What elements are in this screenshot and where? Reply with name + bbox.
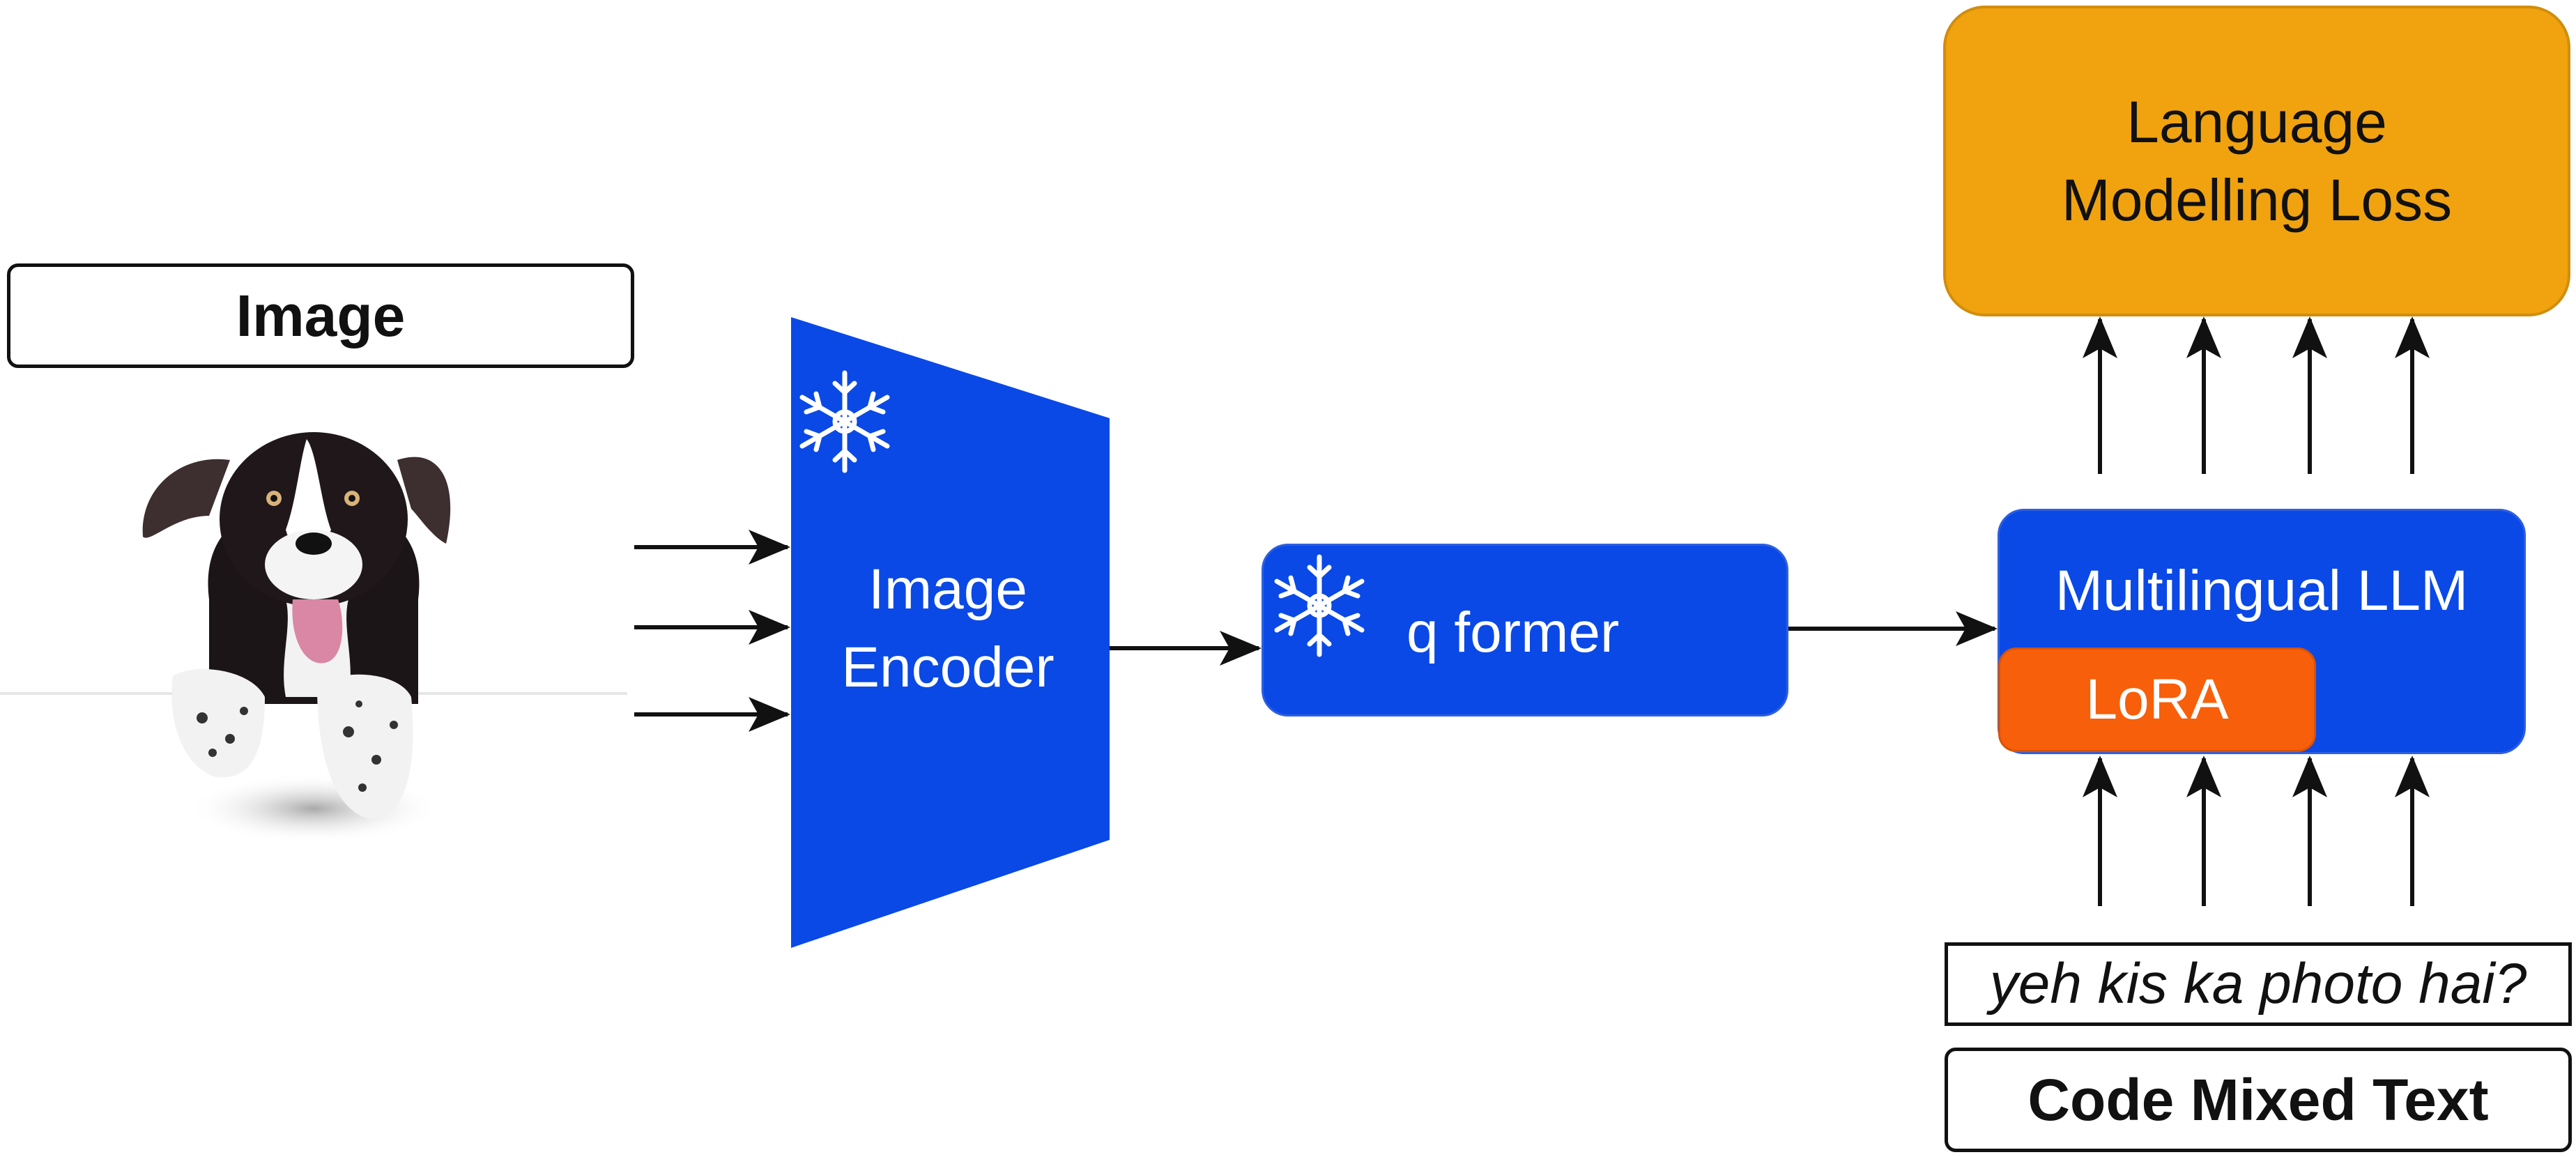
code-mixed-query: yeh kis ka photo hai? [1989, 952, 2527, 1016]
lora-label: LoRA [2085, 668, 2229, 731]
code-mixed-text-label-text: Code Mixed Text [2027, 1066, 2489, 1133]
snowflake-icon [1274, 554, 1365, 657]
qformer-block: q former [1262, 544, 1788, 717]
code-mixed-query-box: yeh kis ka photo hai? [1945, 942, 2572, 1026]
snowflake-icon [799, 370, 890, 473]
lora-adapter-block: LoRA [1998, 648, 2316, 752]
llm-label: Multilingual LLM [2055, 559, 2469, 622]
dog-photo [142, 432, 451, 843]
image-label: Image [7, 263, 634, 368]
loss-label: Language Modelling Loss [2061, 89, 2453, 233]
image-encoder-label: Image Encoder [841, 558, 1055, 699]
code-mixed-text-label: Code Mixed Text [1945, 1048, 2572, 1152]
image-encoder-block [791, 317, 1110, 948]
image-label-text: Image [236, 282, 406, 348]
multilingual-llm-block: Multilingual LLM LoRA [1998, 509, 2526, 754]
qformer-label: q former [1406, 601, 1620, 664]
language-modelling-loss-block: Language Modelling Loss [1943, 6, 2570, 316]
